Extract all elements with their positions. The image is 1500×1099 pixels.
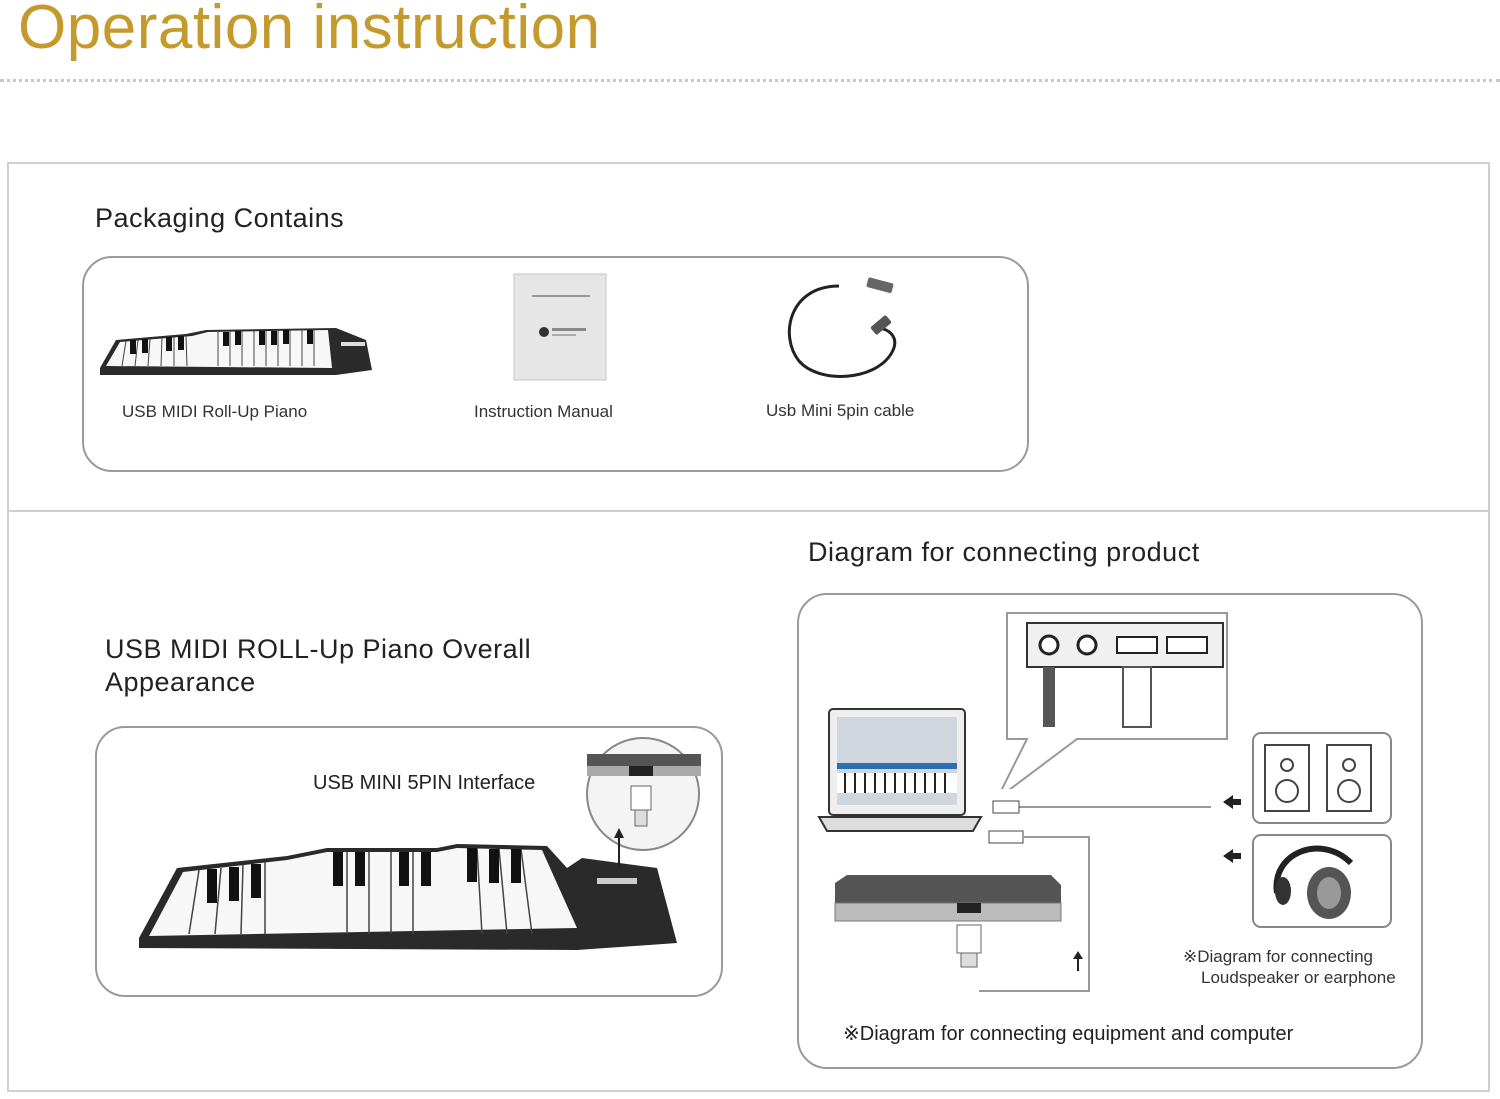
connection-box: ※Diagram for connecting Loudspeaker or e… [797,593,1423,1069]
piano-caption: USB MIDI Roll-Up Piano [122,402,308,421]
usb-cable-image [787,277,897,378]
connection-cables-image [979,800,1211,992]
arrow-left-small-icon [1223,849,1241,863]
equipment-note: ※Diagram for connecting equipment and co… [843,1023,1294,1045]
instruction-manual-image [513,273,607,381]
headphones-image [1252,834,1392,928]
appearance-box: USB MINI 5PIN Interface [95,726,723,997]
manual-caption: Instruction Manual [474,402,613,421]
appearance-heading-line2: Appearance [105,667,256,697]
port-panel-callout-image [1000,612,1228,789]
usb-interface-label: USB MINI 5PIN Interface [313,772,536,794]
packaging-heading: Packaging Contains [95,203,345,233]
rollup-piano-image [100,328,372,375]
piano-device-side-image [834,875,1062,968]
rollup-piano-large-image [139,844,677,950]
page-title: Operation instruction [18,0,601,62]
content-frame [7,162,1490,1092]
arrow-left-icon [1223,795,1241,809]
arrow-up-icon [614,828,624,866]
usb-port-zoom-image [586,737,701,851]
title-dotted-rule [0,79,1500,82]
arrow-up-small-icon [1073,951,1083,971]
cable-caption: Usb Mini 5pin cable [766,401,915,420]
speaker-note-line2: Loudspeaker or earphone [1201,968,1396,987]
loudspeakers-image [1252,732,1392,824]
laptop-image [817,708,983,832]
connection-heading: Diagram for connecting product [808,537,1200,567]
speaker-note-line1: ※Diagram for connecting [1183,947,1373,966]
packaging-box: USB MIDI Roll-Up Piano Instruction Manua… [82,256,1029,472]
section-divider [7,510,1490,512]
appearance-heading-line1: USB MIDI ROLL-Up Piano Overall [105,634,532,664]
